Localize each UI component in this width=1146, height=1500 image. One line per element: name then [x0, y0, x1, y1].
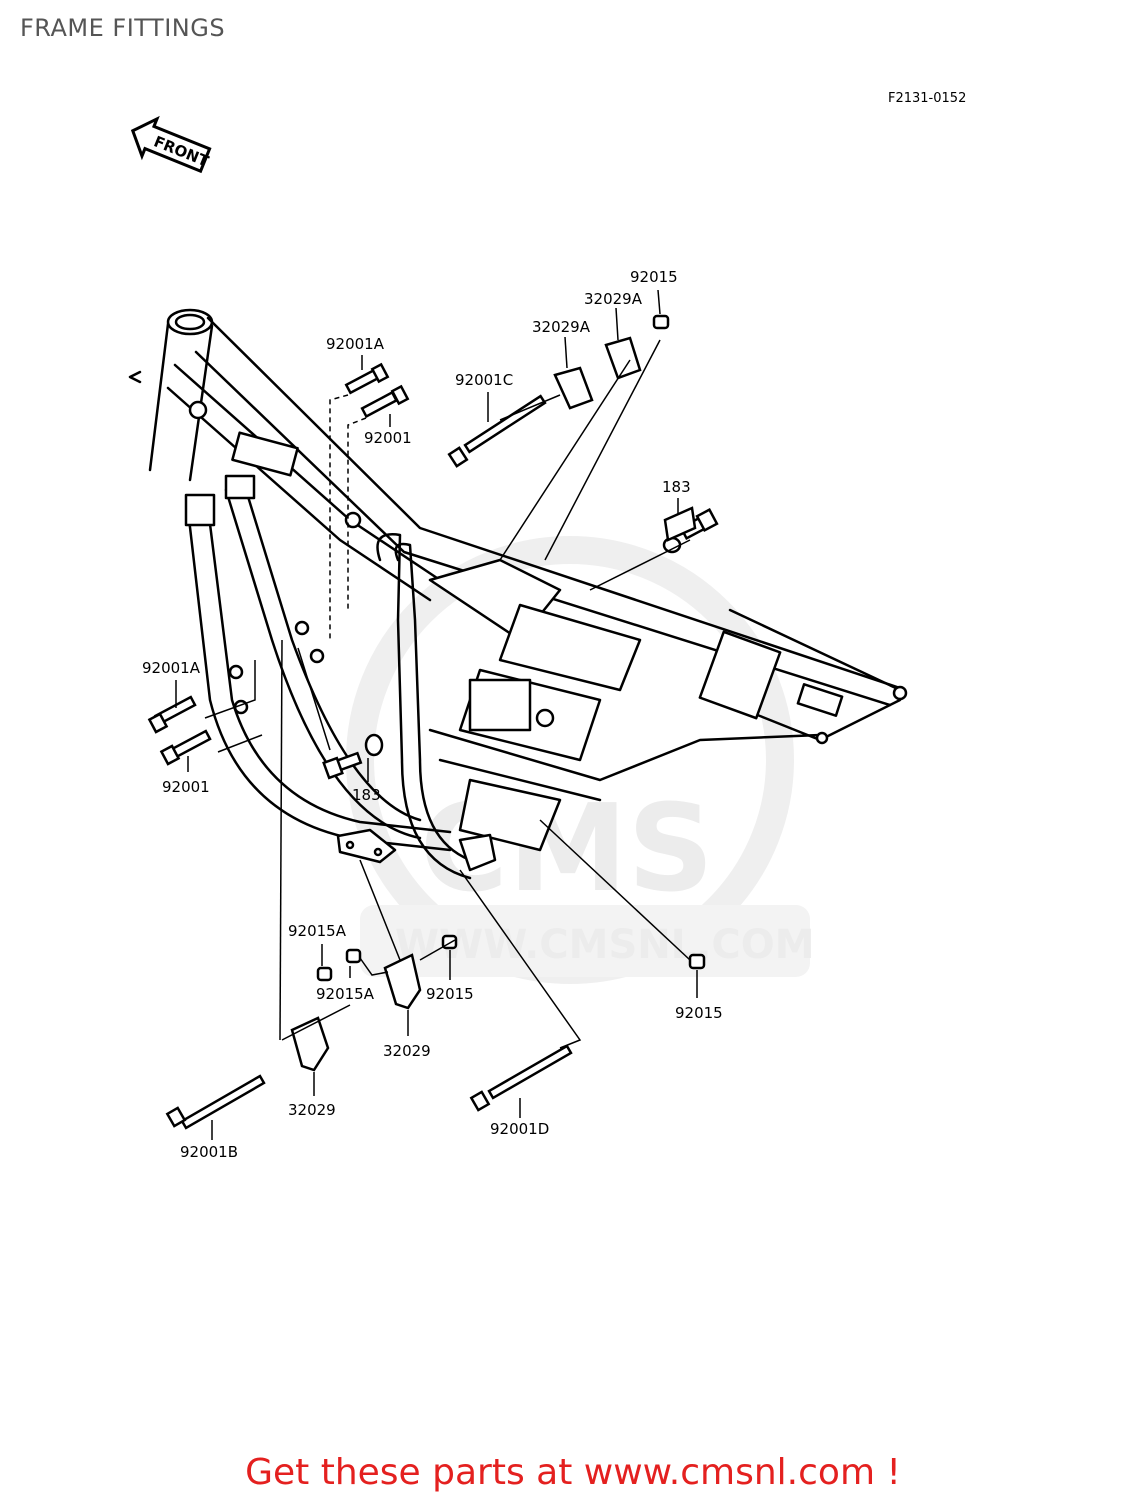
nut-icon [652, 314, 670, 330]
bolt-icon [344, 362, 390, 395]
label-183-right: 183 [662, 478, 691, 496]
bolt-icon [360, 384, 410, 419]
label-32029a-upper: 32029A [584, 290, 643, 308]
label-92001a-left: 92001A [142, 659, 201, 677]
leader-lines [204, 339, 691, 1049]
bolt-icon [322, 751, 363, 780]
label-92015-top: 92015 [630, 268, 678, 286]
bolt-icon [469, 1044, 573, 1112]
label-ticks [175, 289, 698, 1140]
nut-icon [316, 966, 333, 982]
bolt-icon [147, 695, 197, 734]
label-92001-left: 92001 [162, 778, 210, 796]
bolt-icon [159, 729, 212, 766]
label-92001-top: 92001 [364, 429, 412, 447]
promo-link[interactable]: Get these parts at www.cmsnl.com ! [245, 1452, 901, 1493]
label-92015-lower: 92015 [426, 985, 474, 1003]
bolt-icon [165, 1074, 266, 1130]
washer-icon [662, 536, 682, 554]
front-arrow-icon: FRONT [130, 115, 212, 174]
bolt-icon [679, 507, 719, 541]
reference-code: F2131-0152 [888, 91, 966, 106]
label-183-center: 183 [352, 786, 381, 804]
label-92015a-upper: 92015A [288, 922, 347, 940]
bracket-icon [553, 366, 594, 410]
label-92001c: 92001C [455, 371, 513, 389]
washer-icon [364, 733, 384, 757]
watermark: CMS WWW.CMSNL.COM [346, 536, 815, 984]
nut-icon [688, 953, 706, 970]
page-title: FRAME FITTINGS [20, 14, 226, 42]
label-32029-right: 32029 [383, 1042, 431, 1060]
label-32029a-lower: 32029A [532, 318, 591, 336]
watermark-url: WWW.CMSNL.COM [395, 922, 815, 968]
label-92001d: 92001D [490, 1120, 549, 1138]
label-92001a-top: 92001A [326, 335, 385, 353]
label-92001b: 92001B [180, 1143, 238, 1161]
label-92015-right: 92015 [675, 1004, 723, 1022]
label-92015a-lower: 92015A [316, 985, 375, 1003]
motorcycle-frame [128, 308, 908, 880]
bracket-icon [604, 336, 642, 380]
bracket-icon [383, 953, 422, 1010]
nut-icon [345, 948, 362, 964]
label-32029-left: 32029 [288, 1101, 336, 1119]
fasteners [147, 314, 719, 1130]
part-labels: 92015 32029A 32029A 92001A 92001C 92001 … [142, 268, 723, 1161]
